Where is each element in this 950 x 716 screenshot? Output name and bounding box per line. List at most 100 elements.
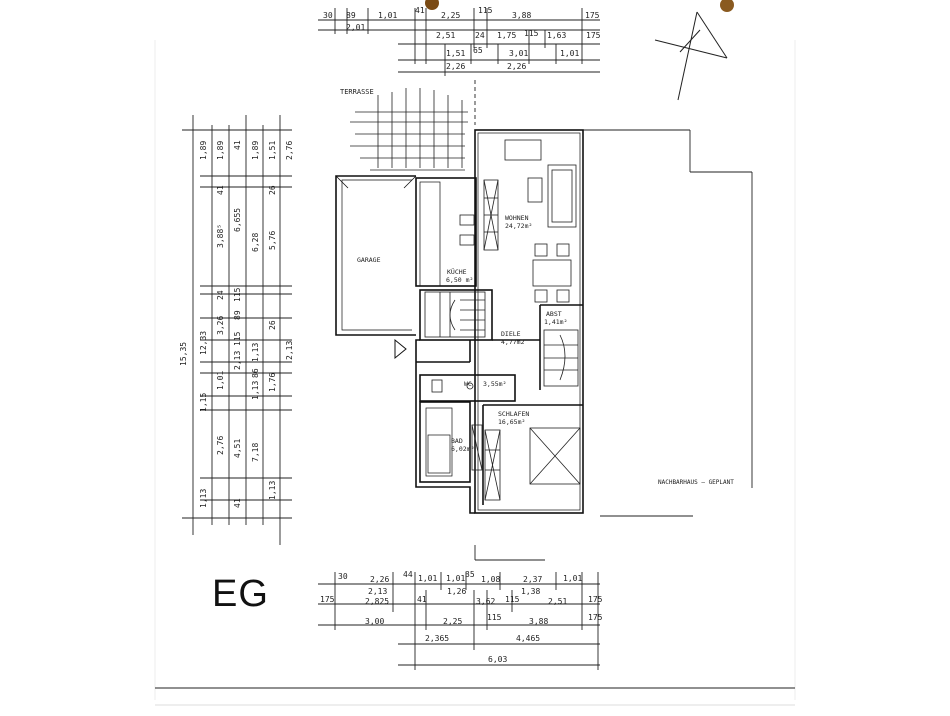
dim-top-15: 175 bbox=[586, 31, 601, 40]
dim-left-e7: 2,76 bbox=[285, 141, 294, 160]
dim-top-10: 2,51 bbox=[436, 31, 455, 40]
room-label-diele: DIELE bbox=[501, 330, 521, 338]
dim-left-b5: 115 bbox=[233, 331, 242, 346]
dim-left-c1: 15,35 bbox=[179, 342, 188, 366]
room-area-abst: 1,41m² bbox=[544, 318, 567, 326]
dim-bottom-18: 2,51 bbox=[548, 597, 567, 606]
staircase-icon bbox=[543, 329, 579, 387]
dim-left-b2: 41 bbox=[216, 185, 225, 195]
dim-left-d9: 7,18 bbox=[251, 443, 260, 462]
dim-left-b3: 6,655 bbox=[233, 208, 242, 232]
pin-icon bbox=[425, 0, 439, 10]
entrance-arrow-icon bbox=[394, 338, 407, 360]
dim-top-12: 1,75 bbox=[497, 31, 516, 40]
room-label-wc: WC bbox=[464, 380, 472, 388]
dim-top-20: 2,26 bbox=[446, 62, 465, 71]
dim-top-8: 175 bbox=[585, 11, 600, 20]
dim-bottom-2: 2,26 bbox=[370, 575, 389, 584]
dim-top-19: 1,01 bbox=[560, 49, 579, 58]
dim-top-13: 115 bbox=[524, 29, 539, 38]
dim-left-e3: 5,76 bbox=[268, 231, 277, 250]
dim-bottom-1: 30 bbox=[338, 572, 348, 581]
room-label-bad: BAD bbox=[451, 437, 463, 445]
dim-left-b6: 2,13 bbox=[233, 351, 242, 370]
dim-left-d1: 1,89 bbox=[251, 141, 260, 160]
dim-left-d5: 6,28 bbox=[251, 233, 260, 252]
dim-left-b4: 3,26 bbox=[216, 316, 225, 335]
dim-bottom-27: 6,03 bbox=[488, 655, 507, 664]
room-area-wc: 3,55m² bbox=[483, 380, 506, 388]
dim-left-a6: 2,76 bbox=[216, 436, 225, 455]
dim-top-3: 1,01 bbox=[378, 11, 397, 20]
room-label-kueche: KÜCHE bbox=[447, 267, 467, 276]
left-dimensions bbox=[182, 115, 292, 545]
room-label-abst: ABST bbox=[546, 310, 562, 318]
dim-bottom-26: 4,465 bbox=[516, 634, 540, 643]
dim-left-c2: 12,33 bbox=[199, 331, 208, 355]
site-boundary-lines bbox=[474, 80, 753, 561]
dim-bottom-12: 1,38 bbox=[521, 587, 540, 596]
bottom-dimensions bbox=[318, 572, 600, 670]
room-area-wohnen: 24,72m² bbox=[505, 222, 532, 230]
dim-bottom-11: 1,26 bbox=[447, 587, 466, 596]
dim-top-1: 30 bbox=[323, 11, 333, 20]
dim-bottom-7: 1,08 bbox=[481, 575, 500, 584]
dim-bottom-19: 175 bbox=[588, 595, 603, 604]
dim-top-14: 1,63 bbox=[547, 31, 566, 40]
dim-top-17: 65 bbox=[473, 46, 483, 55]
floor-label: EG bbox=[212, 573, 269, 615]
dim-top-9: 2,01 bbox=[346, 23, 365, 32]
dim-left-d7: 86 bbox=[251, 368, 260, 378]
dim-left-a7: 1,13 bbox=[199, 489, 208, 508]
dim-top-16: 1,51 bbox=[446, 49, 465, 58]
top-dimensions bbox=[318, 8, 600, 76]
room-label-schlafen: SCHLAFEN bbox=[498, 410, 529, 418]
dim-bottom-24: 175 bbox=[588, 613, 603, 622]
staircase-icon bbox=[424, 291, 486, 338]
dim-bottom-16: 3,62 bbox=[476, 597, 495, 606]
dim-left-a5: 1,01 bbox=[216, 371, 225, 390]
dim-bottom-22: 115 bbox=[487, 613, 502, 622]
room-label-garage: GARAGE bbox=[357, 256, 381, 264]
dim-left-a4: 1,15 bbox=[199, 393, 208, 412]
dim-left-d3: 89 bbox=[233, 310, 242, 320]
dim-bottom-15: 41 bbox=[417, 595, 427, 604]
dim-top-11: 24 bbox=[475, 31, 485, 40]
dim-bottom-10: 2,13 bbox=[368, 587, 387, 596]
dim-left-e2: 26 bbox=[268, 185, 277, 195]
dim-bottom-14: 2,825 bbox=[365, 597, 389, 606]
room-label-wohnen: WOHNEN bbox=[505, 214, 529, 222]
building-walls bbox=[335, 129, 584, 514]
dim-top-4: 41 bbox=[415, 6, 425, 15]
dim-bottom-6: 35 bbox=[465, 570, 475, 579]
dim-left-a3: 3,88⁵ bbox=[216, 224, 225, 248]
room-area-schlafen: 16,65m² bbox=[498, 418, 525, 426]
dim-left-e4: 26 bbox=[268, 320, 277, 330]
dim-top-2: 89 bbox=[346, 11, 356, 20]
dim-top-5: 2,25 bbox=[441, 11, 460, 20]
dim-left-b7: 41 bbox=[233, 498, 242, 508]
neighbor-label: NACHBARHAUS — GEPLANT bbox=[658, 479, 734, 486]
dim-bottom-3: 44 bbox=[403, 570, 413, 579]
north-arrow-icon bbox=[654, 11, 728, 101]
pin-icon bbox=[720, 0, 734, 12]
dim-left-a1: 1,89 bbox=[199, 141, 208, 160]
dim-bottom-21: 2,25 bbox=[443, 617, 462, 626]
room-area-kueche: 6,50 m² bbox=[446, 276, 473, 284]
dim-bottom-4: 1,01 bbox=[418, 574, 437, 583]
dim-bottom-9: 1,01 bbox=[563, 574, 582, 583]
dim-bottom-23: 3,88 bbox=[529, 617, 548, 626]
dim-left-b1: 1,89 bbox=[216, 141, 225, 160]
dim-left-d2: 41 bbox=[233, 140, 242, 150]
bottom-dimension-labels: 30 2,26 44 1,01 1,01 35 1,08 2,37 1,01 2… bbox=[320, 570, 603, 664]
left-dimension-labels: 1,89 24 3,88⁵ 1,15 1,01 2,76 1,13 1,89 4… bbox=[179, 140, 294, 508]
dim-left-e6: 1,76 bbox=[268, 373, 277, 392]
dim-left-b8: 4,51 bbox=[233, 439, 242, 458]
dim-bottom-17: 115 bbox=[505, 595, 520, 604]
room-area-bad: 6,02m² bbox=[451, 445, 474, 453]
dim-left-e8: 1,13 bbox=[268, 481, 277, 500]
dim-left-d4: 115 bbox=[233, 287, 242, 302]
dim-bottom-20: 3,00 bbox=[365, 617, 384, 626]
